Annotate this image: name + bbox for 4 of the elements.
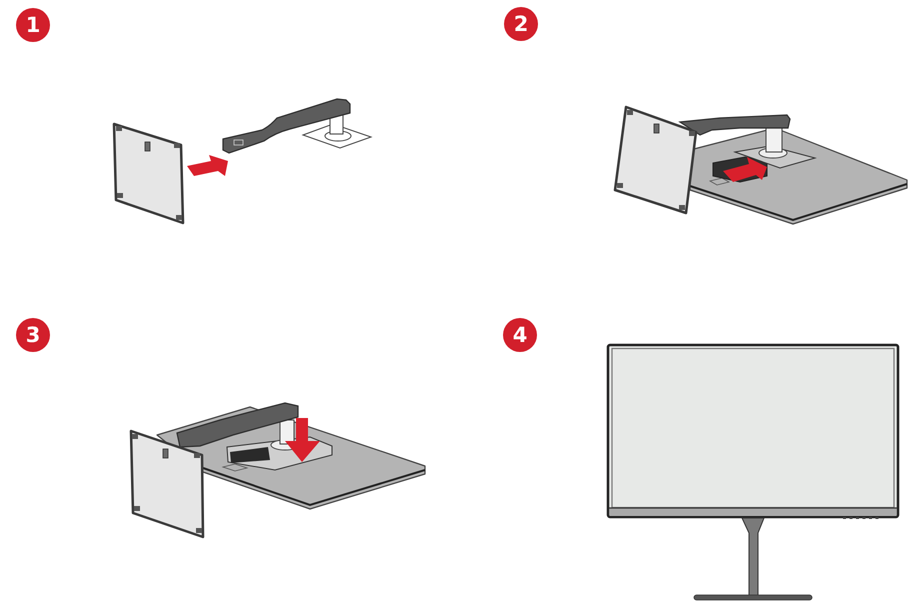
step-number: 3 bbox=[16, 318, 50, 352]
step-number: 4 bbox=[503, 318, 537, 352]
step-number: 2 bbox=[504, 7, 538, 41]
step-number: 1 bbox=[16, 8, 50, 42]
